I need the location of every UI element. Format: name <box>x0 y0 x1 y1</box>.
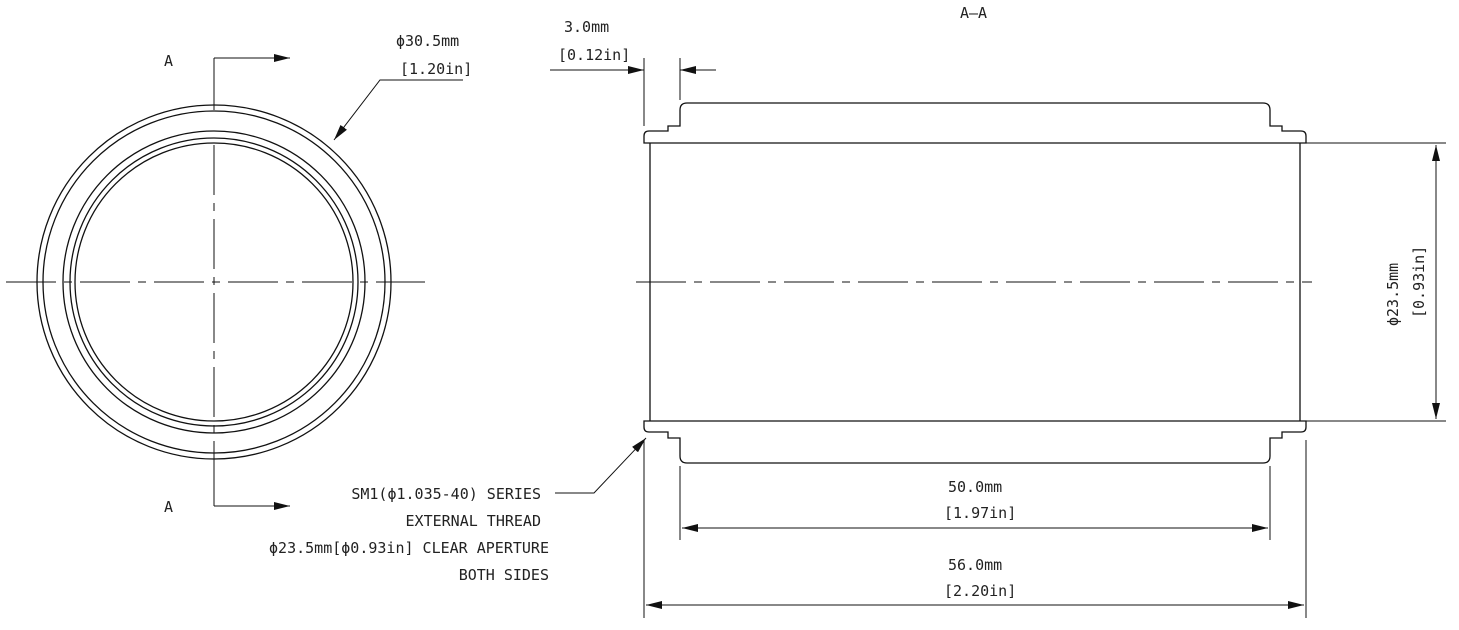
od-dimension-in: [1.20in] <box>400 60 472 78</box>
od-leader-line <box>333 79 463 141</box>
id-dimension-mm: ϕ23.5mm <box>1384 263 1402 326</box>
top-wall-section <box>643 102 1307 144</box>
note-line-1: SM1(ϕ1.035-40) SERIES <box>351 485 541 503</box>
thread-note: SM1(ϕ1.035-40) SERIES EXTERNAL THREAD ϕ2… <box>269 437 647 584</box>
thread-length-in: [0.12in] <box>558 46 630 64</box>
note-line-3: ϕ23.5mm[ϕ0.93in] CLEAR APERTURE <box>269 539 549 557</box>
note-leader-line <box>555 437 647 494</box>
section-label-top: A <box>164 52 173 70</box>
body-length-mm: 50.0mm <box>948 478 1002 496</box>
note-line-4: BOTH SIDES <box>459 566 549 584</box>
body-length-in: [1.97in] <box>944 504 1016 522</box>
section-title: A–A <box>960 4 987 22</box>
section-label-bottom: A <box>164 498 173 516</box>
front-view: A A ϕ30.5mm [1.20in] <box>6 32 472 516</box>
od-dimension-mm: ϕ30.5mm <box>396 32 459 50</box>
id-dimension-in: [0.93in] <box>1410 246 1428 318</box>
bottom-wall-section <box>643 420 1307 464</box>
bore-circle-inner <box>74 142 354 422</box>
overall-length-mm: 56.0mm <box>948 556 1002 574</box>
section-view: A–A 3.0mm [0.12in] ϕ23.5mm [0.93in] 50.0… <box>550 4 1446 618</box>
thread-length-mm: 3.0mm <box>564 18 609 36</box>
overall-length-in: [2.20in] <box>944 582 1016 600</box>
note-line-2: EXTERNAL THREAD <box>406 512 541 530</box>
